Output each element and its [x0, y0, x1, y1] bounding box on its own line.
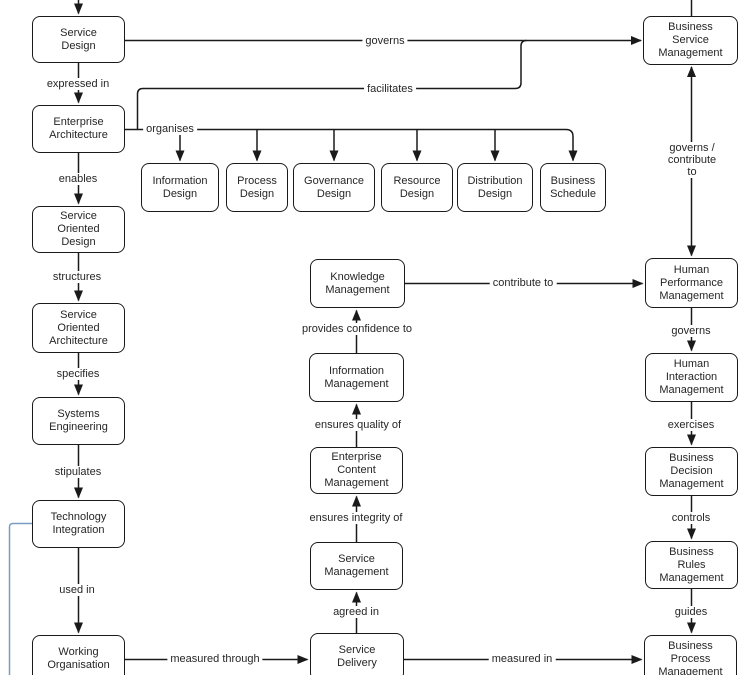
node-process-design: Process Design	[226, 163, 288, 212]
node-technology-integration: Technology Integration	[32, 500, 125, 548]
node-service-management: Service Management	[310, 542, 403, 590]
node-service-delivery: Service Delivery	[310, 633, 404, 675]
edge-facilitates	[136, 39, 527, 130]
node-service-oriented-architecture: Service Oriented Architecture	[32, 303, 125, 353]
node-human-performance-management: Human Performance Management	[645, 258, 738, 308]
node-knowledge-management: Knowledge Management	[310, 259, 405, 308]
node-business-schedule: Business Schedule	[540, 163, 606, 212]
node-systems-engineering: Systems Engineering	[32, 397, 125, 445]
node-information-design: Information Design	[141, 163, 219, 212]
edge-organises	[125, 128, 578, 162]
node-enterprise-architecture: Enterprise Architecture	[32, 105, 125, 153]
node-working-organisation: Working Organisation	[32, 635, 125, 675]
node-information-management: Information Management	[309, 353, 404, 402]
node-distribution-design: Distribution Design	[457, 163, 533, 212]
node-governance-design: Governance Design	[293, 163, 375, 212]
node-enterprise-content-management: Enterprise Content Management	[310, 447, 403, 494]
node-service-design: Service Design	[32, 16, 125, 63]
node-business-decision-management: Business Decision Management	[645, 447, 738, 496]
node-human-interaction-management: Human Interaction Management	[645, 353, 738, 402]
node-resource-design: Resource Design	[381, 163, 453, 212]
node-business-process-management: Business Process Management	[644, 635, 737, 675]
node-service-oriented-design: Service Oriented Design	[32, 206, 125, 253]
node-business-service-management: Business Service Management	[643, 16, 738, 65]
edge-technology-integration-loop	[8, 522, 32, 675]
node-business-rules-management: Business Rules Management	[645, 541, 738, 589]
